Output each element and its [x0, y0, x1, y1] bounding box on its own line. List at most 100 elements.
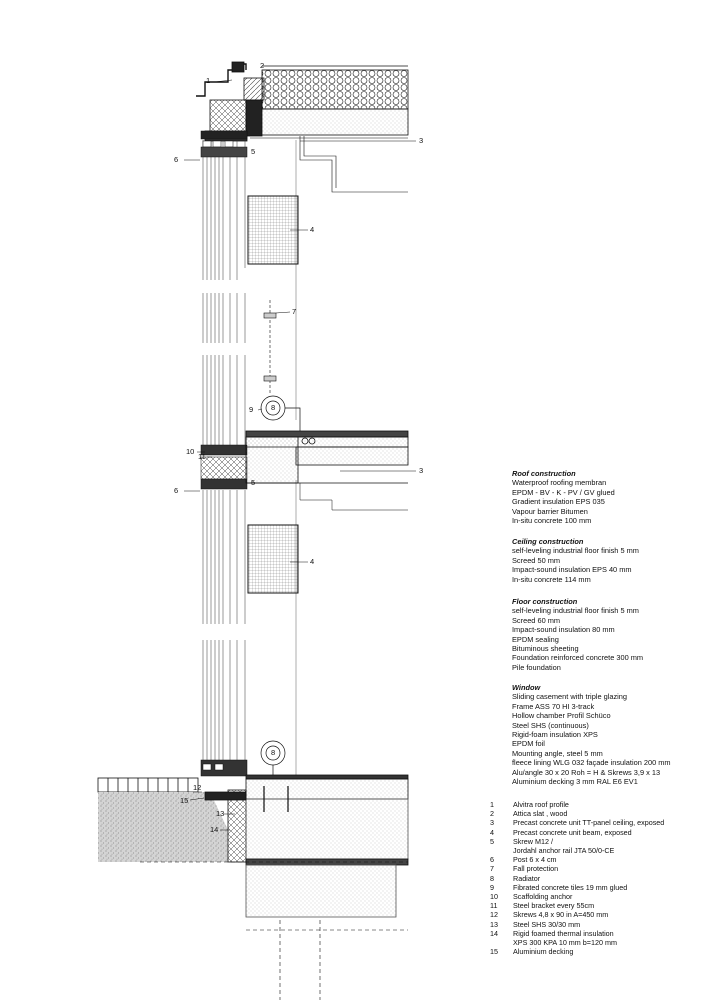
legend-item: 1 Alvitra roof profile: [490, 800, 702, 809]
legend-item: 6 Post 6 x 4 cm: [490, 855, 702, 864]
spec-line: Vapour barrier Bitumen: [512, 506, 588, 516]
spec-heading: Roof construction: [512, 469, 576, 478]
legend-number: 8: [490, 873, 494, 883]
spec-line: Pile foundation: [512, 662, 561, 672]
legend-item: 15 Aluminium decking: [490, 947, 702, 956]
legend-number: [490, 938, 513, 947]
spec-line: Frame ASS 70 HI 3-track: [512, 701, 595, 711]
spec-line: In-situ concrete 100 mm: [512, 516, 592, 526]
legend-number: [490, 846, 513, 855]
legend-text: Fall protection: [513, 864, 559, 874]
legend-text: Precast concrete unit TT-panel ceiling, …: [513, 818, 665, 828]
leader-lines: [184, 69, 416, 831]
legend-number: 1: [490, 800, 494, 809]
legend-text: Jordahl anchor rail JTA 50/0-CE: [513, 846, 615, 856]
window-frame-profiles: [200, 130, 248, 777]
spec-line: Aluminium decking 3 mm RAL E6 EV1: [512, 777, 638, 787]
callout-13: 13: [216, 809, 225, 818]
legend-item: Jordahl anchor rail JTA 50/0-CE: [490, 846, 702, 855]
fall-protection: [263, 300, 277, 395]
floor-foundation: [97, 774, 409, 1000]
legend-text: Alvitra roof profile: [513, 800, 569, 809]
legend-text: Skrew M12 /: [513, 836, 553, 846]
legend-text: Rigid foamed thermal insulation: [513, 928, 614, 938]
legend-text: Precast concrete unit beam, exposed: [513, 827, 632, 837]
legend-number: 4: [490, 827, 494, 837]
callout-5-upper: 5: [251, 147, 256, 156]
callout-6-lower: 6: [174, 486, 179, 495]
concrete-beam-upper: [247, 195, 299, 265]
spec-line: Impact-sound insulation EPS 40 mm: [512, 565, 632, 575]
legend-number: 5: [490, 836, 494, 846]
legend-text: Skrews 4,8 x 90 in A=450 mm: [513, 910, 609, 920]
legend-number: 7: [490, 864, 494, 874]
callout-9: 9: [249, 405, 254, 414]
legend-text: Post 6 x 4 cm: [513, 855, 557, 865]
callout-11: 11: [198, 452, 206, 461]
spec-line: Screed 50 mm: [512, 555, 561, 565]
legend-item: 5 Skrew M12 /: [490, 837, 702, 846]
spec-line: Gradient insulation EPS 035: [512, 497, 605, 507]
section-drawing: [97, 61, 416, 1000]
legend-number: 14: [490, 928, 498, 938]
spec-roof: Roof construction Waterproof roofing mem…: [512, 469, 702, 525]
callout-5-lower: 5: [251, 478, 256, 487]
legend-text: Fibrated concrete tiles 19 mm glued: [513, 882, 628, 892]
spec-line: EPDM foil: [512, 739, 545, 749]
spec-line: Foundation reinforced concrete 300 mm: [512, 653, 644, 663]
callout-14: 14: [210, 825, 219, 834]
legend-item: 4 Precast concrete unit beam, exposed: [490, 828, 702, 837]
spec-line: Sliding casement with triple glazing: [512, 692, 628, 702]
legend-item: 7 Fall protection: [490, 864, 702, 873]
spec-line: Waterproof roofing membran: [512, 478, 607, 488]
callout-12: 12: [193, 783, 202, 792]
spec-ceiling: Ceiling construction self-leveling indus…: [512, 537, 702, 584]
spec-line: EPDM - BV - K - PV / GV glued: [512, 487, 615, 497]
legend-number: 11: [490, 901, 498, 911]
spec-line: Alu/angle 30 x 20 Roh = H & Skrews 3,9 x…: [512, 767, 661, 777]
radiator-lower: [260, 740, 286, 775]
spec-line: EPDM sealing: [512, 634, 559, 644]
legend-item: 12 Skrews 4,8 x 90 in A=450 mm: [490, 910, 702, 919]
spec-line: In-situ concrete 114 mm: [512, 574, 591, 584]
legend-text: Radiator: [513, 873, 541, 883]
legend-number: 3: [490, 818, 494, 828]
legend-number: 12: [490, 910, 498, 920]
legend-number: 13: [490, 919, 498, 929]
roof-section: [196, 61, 409, 193]
callout-3-ceiling: 3: [419, 466, 424, 475]
callout-4-lower: 4: [310, 557, 315, 566]
spec-line: self-leveling industrial floor finish 5 …: [512, 606, 639, 616]
callout-2: 2: [260, 61, 265, 70]
spec-window: Window Sliding casement with triple glaz…: [512, 683, 702, 786]
concrete-beam-lower: [247, 524, 299, 594]
radiator-upper: [260, 395, 301, 431]
spec-line: Screed 60 mm: [512, 615, 561, 625]
spec-line: Steel SHS (continuous): [512, 720, 589, 730]
legend-item: 3 Precast concrete unit TT-panel ceiling,…: [490, 818, 702, 827]
legend-number: 10: [490, 892, 498, 902]
callout-7: 7: [292, 307, 297, 316]
legend-text: Aluminium decking: [513, 947, 574, 957]
legend-item: 11 Steel bracket every 55cm: [490, 901, 702, 910]
callout-8-lower: 8: [271, 748, 276, 757]
spec-line: Mounting angle, steel 5 mm: [512, 748, 603, 758]
legend-text: Steel bracket every 55cm: [513, 901, 595, 911]
legend-item: 8 Radiator: [490, 874, 702, 883]
legend-number: 6: [490, 855, 494, 865]
callout-10: 10: [186, 447, 195, 456]
legend-text: XPS 300 KPA 10 mm b=120 mm: [513, 938, 617, 948]
spec-line: Hollow chamber Profil Schüco: [512, 711, 611, 721]
callout-8-upper: 8: [271, 403, 276, 412]
legend-number: 15: [490, 947, 498, 957]
spec-heading: Window: [512, 683, 541, 692]
callout-4-upper: 4: [310, 225, 315, 234]
legend-item: 10 Scaffolding anchor: [490, 892, 702, 901]
legend-item: 14 Rigid foamed thermal insulation: [490, 929, 702, 938]
legend-number: 2: [490, 809, 494, 819]
legend-text: Scaffolding anchor: [513, 892, 573, 902]
spec-heading: Floor construction: [512, 597, 578, 606]
